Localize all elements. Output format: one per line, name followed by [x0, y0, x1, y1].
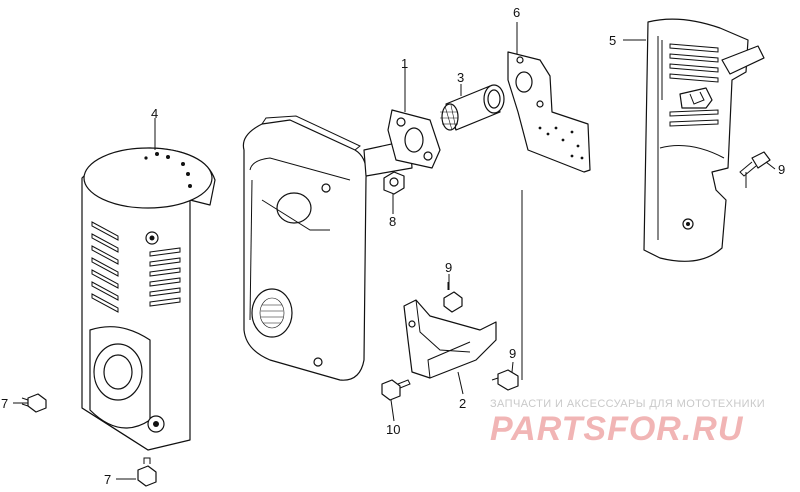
callout-7-bottom: 7 [104, 472, 111, 487]
callout-2: 2 [459, 396, 466, 411]
muffler-body [242, 109, 441, 381]
bolt-10 [381, 379, 411, 401]
leader-lines [13, 22, 776, 480]
callout-9-lower: 9 [509, 346, 516, 361]
bolt-9-right [739, 151, 771, 177]
muffler-protector-left [81, 147, 216, 451]
callout-9-middle: 9 [445, 260, 452, 275]
callout-1: 1 [401, 56, 408, 71]
muffler-protector-right [643, 18, 765, 262]
callout-4: 4 [151, 106, 158, 121]
muffler-gasket [507, 51, 591, 173]
callout-8: 8 [389, 214, 396, 229]
bolt-7-left [21, 393, 47, 413]
muffler-bracket [403, 299, 497, 379]
bolt-9-lower [491, 369, 519, 391]
bolt-7-bottom [137, 457, 157, 487]
callout-7-left: 7 [1, 396, 8, 411]
callout-10: 10 [386, 422, 400, 437]
callout-3: 3 [457, 70, 464, 85]
bolt-9-middle [443, 282, 463, 313]
callout-9-right: 9 [778, 162, 785, 177]
callout-6: 6 [513, 5, 520, 20]
watermark-logo: PARTSFOR.RU [490, 410, 744, 448]
callout-5: 5 [609, 33, 616, 48]
watermark-caption: ЗАПЧАСТИ И АКСЕССУАРЫ ДЛЯ МОТОТЕХНИКИ [490, 398, 766, 410]
callout-labels: 1 2 3 4 5 6 7 7 8 9 9 9 10 [1, 5, 785, 487]
spark-arrester [440, 84, 505, 131]
flange-nut [383, 171, 405, 195]
